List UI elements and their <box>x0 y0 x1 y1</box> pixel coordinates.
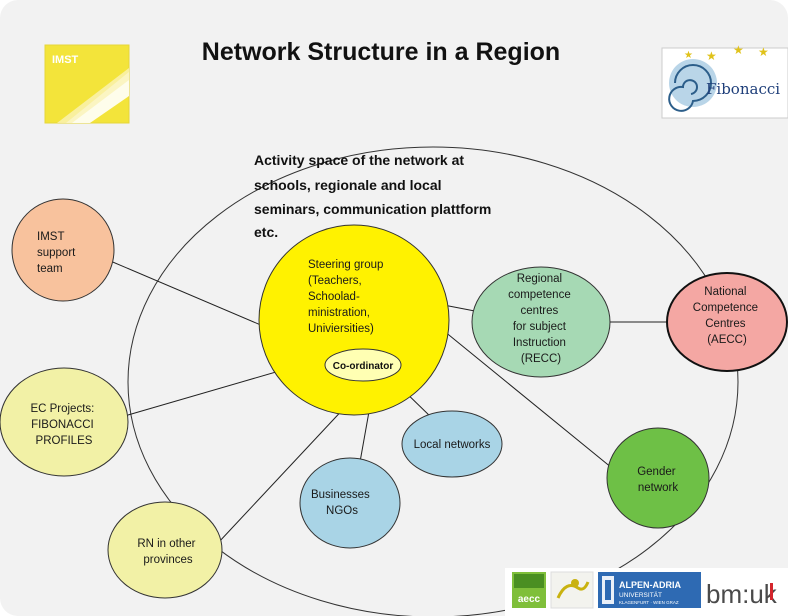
node-businesses-ngos: Businesses NGOs <box>299 457 401 549</box>
fibonacci-logo: ★ ★ ★ ★ Fibonacci <box>661 43 788 119</box>
node-rn-other-provinces: RN in other provinces <box>107 501 223 599</box>
imst-logo: IMST <box>44 44 130 124</box>
imst-logo-text: IMST <box>52 54 79 66</box>
line-steering-gender <box>432 321 613 469</box>
line-coord-business <box>359 405 371 463</box>
svg-text:ALPEN-ADRIA: ALPEN-ADRIA <box>619 580 681 590</box>
node-coordinator: Co-ordinator <box>324 348 402 382</box>
alpen-adria-logo: ALPEN-ADRIA UNIVERSITÄT KLAGENFURT · WIE… <box>598 572 701 608</box>
fibonacci-logo-text: Fibonacci <box>706 80 780 98</box>
svg-text:KLAGENFURT · WIEN GRAZ: KLAGENFURT · WIEN GRAZ <box>619 600 679 605</box>
svg-text:bm:uk: bm:uk <box>706 579 778 609</box>
node-aecc: National Competence Centres (AECC) <box>666 272 788 372</box>
bmuk-logo: bm:uk <box>706 579 778 609</box>
svg-text:Regional competence: Regional competence centres for subject … <box>508 273 574 365</box>
line-ec-steering <box>127 364 301 416</box>
svg-text:Gender network: Gender network <box>637 466 679 494</box>
svg-text:Steering group (Teache: Steering group (Teachers, Schoolad- mini… <box>308 259 387 335</box>
svg-text:IMST support t: IMST support team <box>37 231 79 275</box>
svg-text:Co-ordinator: Co-ordinator <box>333 361 394 372</box>
footer-logos: aecc ALPEN-ADRIA UNIVERSITÄT KLAGENFURT … <box>505 568 788 616</box>
star-icon: ★ <box>706 49 717 63</box>
svg-text:UNIVERSITÄT: UNIVERSITÄT <box>619 591 662 599</box>
node-imst-support-team: IMST support team <box>11 198 115 302</box>
svg-text:EC Projects: FIBONACCI: EC Projects: FIBONACCI PROFILES <box>30 403 97 447</box>
svg-text:Businesses NGOs: Businesses NGOs <box>311 489 373 517</box>
svg-text:RN in other provinces: RN in other provinces <box>137 538 198 566</box>
star-icon: ★ <box>758 45 769 59</box>
node-gender-network: Gender network <box>606 427 710 529</box>
svg-text:National Competence: National Competence Centres (AECC) <box>693 286 761 346</box>
aecc-logo-text: aecc <box>518 594 541 605</box>
star-icon: ★ <box>733 43 744 57</box>
svg-text:Local networks: Local networks <box>414 439 491 451</box>
line-coord-rn <box>217 403 349 544</box>
node-recc: Regional competence centres for subject … <box>471 266 611 378</box>
aecc-logo: aecc <box>512 572 546 608</box>
node-ec-projects: EC Projects: FIBONACCI PROFILES <box>0 367 129 477</box>
node-local-networks: Local networks <box>401 410 503 478</box>
page-title: Network Structure in a Region <box>202 38 560 66</box>
activity-space-circle <box>127 146 739 616</box>
activity-space-label: Activity space of the network at schools… <box>254 152 495 240</box>
partner-logo <box>550 571 594 609</box>
star-icon: ★ <box>684 50 693 61</box>
node-steering-group: Steering group (Teachers, Schoolad- mini… <box>258 224 450 416</box>
